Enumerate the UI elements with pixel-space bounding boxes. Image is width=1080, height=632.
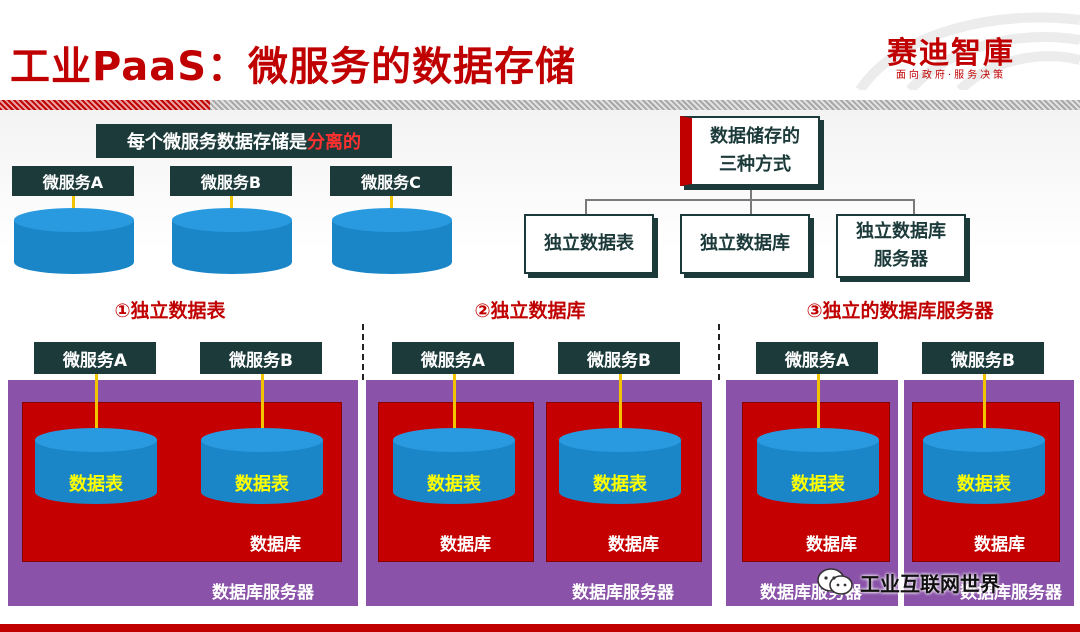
section-label-3: ③独立的数据库服务器 <box>806 300 994 322</box>
section-divider <box>362 324 364 380</box>
service-b-box: 微服务B <box>200 342 322 374</box>
data-table-cylinder-icon <box>35 428 157 504</box>
data-table-cylinder-icon <box>559 428 681 504</box>
title-rule-gray <box>210 100 1080 110</box>
data-table-label: 数据表 <box>235 474 289 495</box>
service-a-box: 微服务A <box>392 342 514 374</box>
data-table-cylinder-icon <box>757 428 879 504</box>
connector-line <box>230 196 233 216</box>
top-service-b: 微服务B <box>170 166 292 196</box>
tree-connector <box>585 199 587 219</box>
data-table-label: 数据表 <box>957 474 1011 495</box>
service-a-box: 微服务A <box>756 342 878 374</box>
brand-tagline: 面向政府·服务决策 <box>895 70 1007 81</box>
service-b-box: 微服务B <box>558 342 680 374</box>
data-table-label: 数据表 <box>593 474 647 495</box>
section-label-2: ②独立数据库 <box>474 300 586 322</box>
database-cylinder-icon <box>172 208 292 274</box>
connector-line <box>72 196 75 216</box>
connector-line <box>261 374 264 434</box>
connector-line <box>817 374 820 434</box>
storage-methods-root: 数据储存的 三种方式 <box>680 116 820 186</box>
data-table-cylinder-icon <box>393 428 515 504</box>
tree-node-independent-table: 独立数据表 <box>524 214 654 274</box>
top-service-a: 微服务A <box>12 166 134 196</box>
data-table-cylinder-icon <box>923 428 1045 504</box>
page-title: 工业PaaS：微服务的数据存储 <box>10 44 577 90</box>
bottom-rule <box>0 624 1080 632</box>
database-label: 数据库 <box>806 535 857 555</box>
tree-connector <box>913 199 915 219</box>
separation-banner: 每个微服务数据存储是分离的 <box>96 124 392 158</box>
database-label: 数据库 <box>250 535 301 555</box>
data-table-label: 数据表 <box>427 474 481 495</box>
tree-node-label: 独立数据库 <box>700 233 790 254</box>
connector-line <box>390 196 393 216</box>
connector-line <box>453 374 456 434</box>
database-cylinder-icon <box>332 208 452 274</box>
watermark: 工业互联网世界 <box>816 566 1056 598</box>
root-line-1: 数据储存的 <box>710 126 800 147</box>
database-server-label: 数据库服务器 <box>960 583 1062 603</box>
service-b-box: 微服务B <box>922 342 1044 374</box>
database-cylinder-icon <box>14 208 134 274</box>
watermark-text: 工业互联网世界 <box>860 571 1000 596</box>
top-service-c: 微服务C <box>330 166 452 196</box>
brand-logo: 赛迪智庫 <box>887 36 1015 71</box>
connector-line <box>983 374 986 434</box>
database-label: 数据库 <box>974 535 1025 555</box>
root-line-2: 三种方式 <box>719 154 791 175</box>
data-table-cylinder-icon <box>201 428 323 504</box>
service-a-box: 微服务A <box>34 342 156 374</box>
tree-connector <box>750 199 752 219</box>
tree-node-independent-db: 独立数据库 <box>680 214 810 274</box>
data-table-label: 数据表 <box>69 474 123 495</box>
section-label-1: ①独立数据表 <box>114 300 226 322</box>
connector-line <box>95 374 98 434</box>
tree-node-label: 独立数据表 <box>544 233 634 254</box>
tree-node-independent-server: 独立数据库 服务器 <box>836 214 966 278</box>
database-label: 数据库 <box>440 535 491 555</box>
tree-connector <box>750 190 752 200</box>
tree-node-label: 独立数据库 <box>856 221 946 242</box>
database-label: 数据库 <box>608 535 659 555</box>
connector-line <box>619 374 622 434</box>
data-table-label: 数据表 <box>791 474 845 495</box>
tree-node-label-2: 服务器 <box>874 249 928 270</box>
section-divider <box>718 324 720 380</box>
banner-highlight: 分离的 <box>307 132 361 153</box>
decorative-globe-icon <box>855 12 1080 90</box>
banner-text: 每个微服务数据存储是 <box>127 132 307 153</box>
wechat-icon <box>817 568 853 595</box>
database-server-label: 数据库服务器 <box>572 583 674 603</box>
database-server-label: 数据库服务器 <box>212 583 314 603</box>
